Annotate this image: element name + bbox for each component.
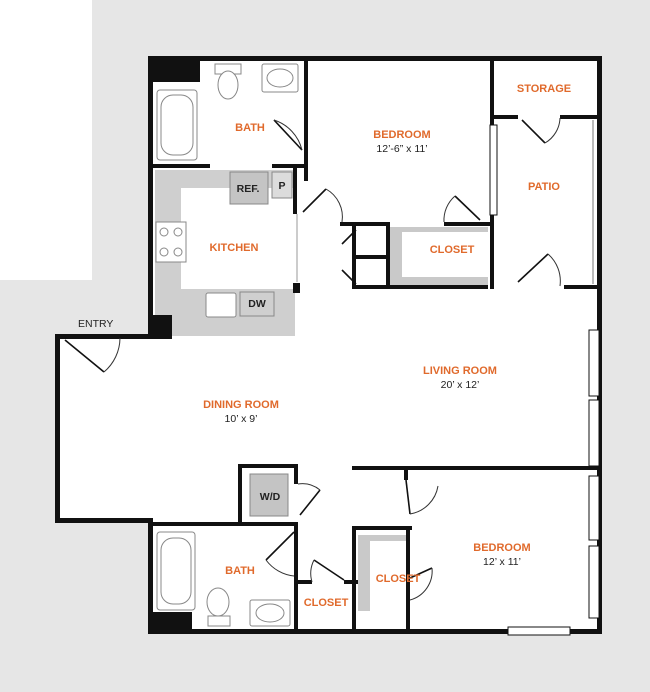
wd-label: W/D [260, 491, 281, 503]
closet-bottom-left-label: CLOSET [304, 597, 349, 609]
dw-label: DW [248, 298, 266, 310]
range [155, 221, 187, 263]
closet-bottom-right-label: CLOSET [376, 573, 421, 585]
bath-bottom-label: BATH [225, 565, 255, 577]
dishwasher [239, 291, 275, 317]
ref-label: REF. [237, 183, 260, 195]
closet-top-fill [390, 227, 488, 285]
bedroom-top-label: BEDROOM [373, 129, 430, 141]
pantry [271, 171, 293, 199]
dining-room-dimensions: 10’ x 9’ [225, 413, 258, 425]
refrigerator [229, 171, 269, 205]
doors [64, 117, 561, 601]
entry-label: ENTRY [78, 318, 113, 330]
living-room-dimensions: 20’ x 12’ [441, 379, 480, 391]
dining-room-label: DINING ROOM [203, 399, 279, 411]
fixtures [155, 63, 299, 627]
bedroom-top-dimensions: 12’-6” x 11’ [376, 143, 427, 155]
windows [489, 120, 600, 636]
apartment-interior [57, 57, 600, 633]
washer-dryer [249, 473, 289, 517]
patio-label: PATIO [528, 181, 560, 193]
closet-top-label: CLOSET [430, 244, 475, 256]
pantry-label: P [278, 180, 285, 192]
kitchen-sink [205, 292, 237, 318]
living-room-label: LIVING ROOM [423, 365, 497, 377]
bath-top-label: BATH [235, 122, 265, 134]
bedroom-bottom-label: BEDROOM [473, 542, 530, 554]
storage-label: STORAGE [517, 83, 571, 95]
bedroom-bottom-dimensions: 12’ x 11’ [483, 556, 521, 568]
toilet-bottom [206, 587, 230, 617]
kitchen-label: KITCHEN [210, 242, 259, 254]
